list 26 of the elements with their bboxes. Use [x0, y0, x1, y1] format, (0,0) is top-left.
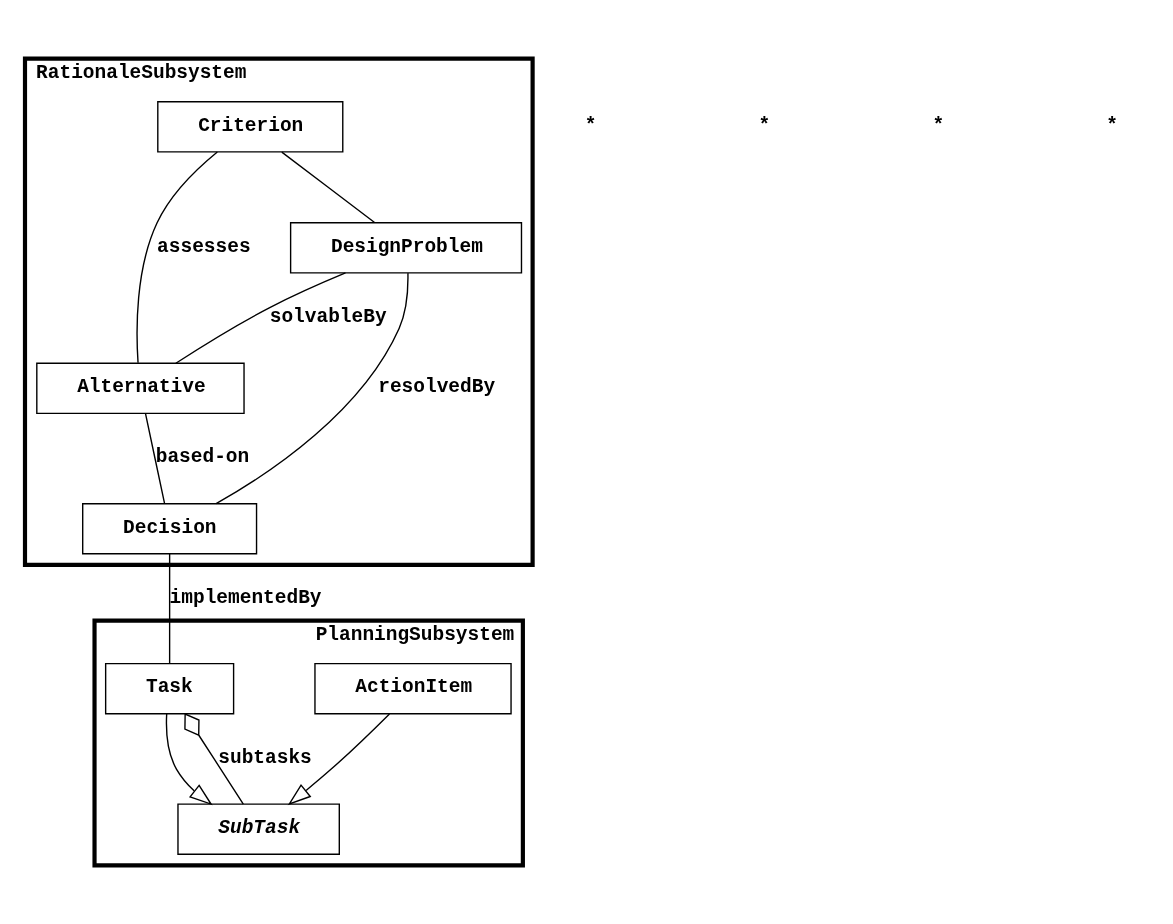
- edge-label: assesses: [157, 235, 251, 258]
- edge-label: resolvedBy: [378, 376, 496, 399]
- arrow: [287, 713, 391, 806]
- edge-label: based-on: [155, 446, 250, 469]
- label: *: [584, 114, 597, 137]
- node-box: DesignProblem: [289, 222, 523, 274]
- label: *: [1106, 114, 1118, 137]
- connector: [175, 272, 347, 364]
- connector: [184, 713, 244, 805]
- connector: [144, 412, 166, 505]
- edge-label: subtasks: [218, 746, 312, 769]
- connector: [281, 151, 376, 224]
- node-box: ActionItem: [314, 662, 512, 715]
- node-box: Alternative: [36, 362, 245, 414]
- arrow: [165, 713, 213, 806]
- node-box: Criterion: [157, 101, 344, 153]
- node-box: Decision: [82, 503, 258, 555]
- node-box: SubTask: [177, 803, 340, 855]
- label: *: [758, 114, 771, 137]
- label: *: [932, 114, 945, 137]
- edge-label: solvableBy: [269, 305, 387, 328]
- connector: [215, 272, 409, 505]
- edge-label: implementedBy: [169, 586, 322, 609]
- connector: [168, 553, 171, 664]
- node-box: Task: [104, 662, 235, 715]
- connector: [136, 151, 218, 364]
